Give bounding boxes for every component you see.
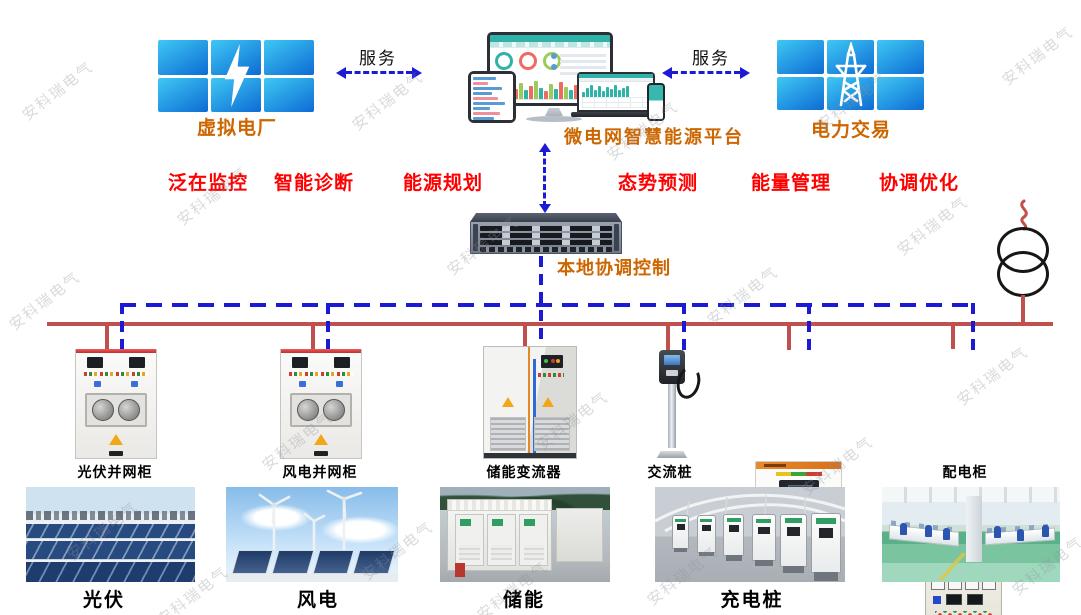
power-drop-wind	[311, 322, 315, 352]
platform-label: 微电网智慧能源平台	[564, 127, 744, 147]
power-trading-tiles	[777, 40, 924, 110]
platform-server-arrowhead-up	[539, 143, 551, 152]
phone-screen	[647, 83, 665, 121]
service-right-arrowhead-left	[662, 67, 672, 79]
service-right-arrow	[672, 71, 740, 74]
service-right-arrowhead-right	[740, 67, 750, 79]
comm-drop-pv	[120, 303, 124, 353]
platform-server-arrowhead-down	[539, 204, 551, 213]
comm-drop-ac	[682, 303, 686, 353]
pv-grid-cabinet	[75, 349, 157, 459]
power-drop-ess	[523, 322, 527, 350]
service-left-arrowhead-left	[336, 67, 346, 79]
service-right-label: 服务	[692, 49, 730, 68]
pv-photo	[26, 487, 195, 582]
feature-forecast: 态势预测	[617, 173, 699, 194]
wind-grid-cabinet	[280, 349, 362, 459]
distribution-cabinet-label: 配电柜	[942, 464, 988, 480]
transformer-icon-lower	[997, 251, 1049, 297]
storage-photo	[440, 487, 610, 582]
feature-planning: 能源规划	[402, 173, 484, 194]
charging-photo-label: 充电桩	[720, 590, 784, 611]
power-drop-pv	[105, 322, 109, 352]
ac-pile-label: 交流桩	[647, 464, 693, 480]
local-controller-server	[470, 213, 622, 256]
local-controller-label: 本地协调控制	[557, 258, 671, 278]
service-left-arrowhead-right	[412, 67, 422, 79]
comm-bus-line	[120, 303, 975, 307]
platform-server-link	[543, 150, 546, 207]
wind-photo	[226, 487, 398, 582]
power-drop-ac	[666, 322, 670, 352]
service-left-arrow	[346, 71, 412, 74]
wind-cabinet-label: 风电并网柜	[282, 464, 358, 480]
storage-photo-label: 储能	[502, 590, 546, 611]
pv-photo-label: 光伏	[82, 590, 126, 611]
storage-converter-unit	[483, 346, 577, 459]
power-drop-dist	[951, 322, 955, 349]
power-bus-line	[47, 322, 1053, 326]
server-bus-drop	[539, 256, 543, 349]
ac-charging-pole	[655, 350, 704, 458]
storage-converter-label: 储能变流器	[486, 464, 562, 480]
wind-turbines-icon	[258, 489, 363, 555]
tablet-screen	[468, 71, 516, 123]
service-left-label: 服务	[359, 49, 397, 68]
pv-cabinet-label: 光伏并网柜	[77, 464, 153, 480]
power-riser-transformer	[1021, 295, 1025, 323]
comm-drop-dist	[971, 303, 975, 353]
feature-optimization: 协调优化	[878, 173, 960, 194]
grid-squiggle	[1020, 199, 1028, 231]
feature-energy-mgmt: 能量管理	[750, 173, 832, 194]
transmission-tower-icon	[832, 42, 870, 107]
load-factory-photo	[882, 487, 1060, 582]
wind-photo-label: 风电	[296, 590, 340, 611]
comm-drop-wind	[326, 303, 330, 353]
comm-drop-dc	[807, 303, 811, 353]
feature-monitoring: 泛在监控	[167, 173, 249, 194]
charging-station-photo	[655, 487, 845, 582]
virtual-power-plant-label: 虚拟电厂	[196, 118, 278, 139]
feature-diagnosis: 智能诊断	[273, 173, 355, 194]
power-trading-label: 电力交易	[810, 120, 892, 141]
laptop-screen	[577, 72, 655, 112]
power-drop-dc	[787, 322, 791, 350]
platform-screens	[465, 25, 677, 127]
